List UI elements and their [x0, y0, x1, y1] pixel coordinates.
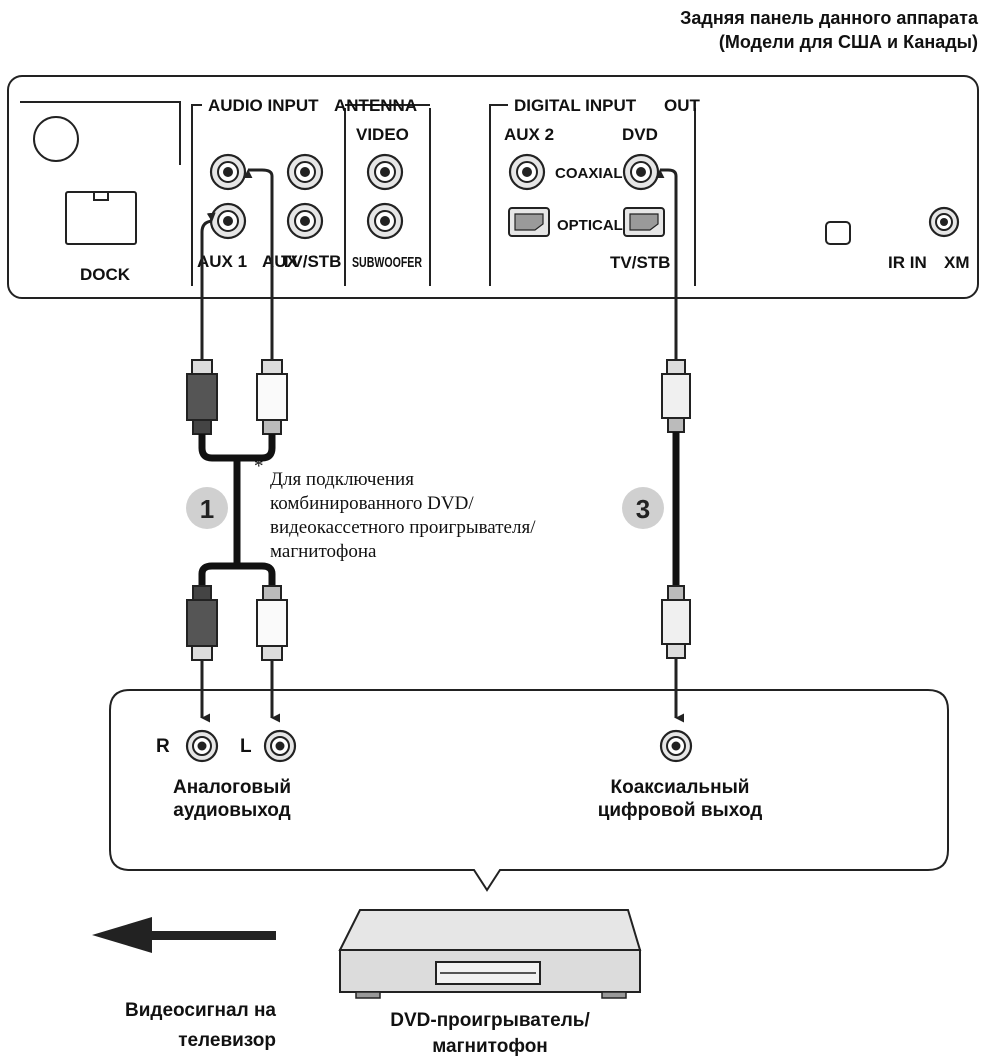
- xm-overlap-label: XM: [944, 253, 970, 272]
- jack-tvstb-lower: [286, 202, 324, 240]
- device-output-panel: [109, 689, 949, 892]
- l-label: L: [240, 736, 252, 757]
- audio-input-label: AUDIO INPUT: [208, 96, 319, 115]
- tvstb-overlap-label: TV/STB: [281, 252, 341, 271]
- antenna-label: ANTENNA: [334, 96, 417, 115]
- note-line-3: видеокассетного проигрывателя/: [270, 517, 536, 538]
- rear-panel: [7, 75, 979, 299]
- optical-label: OPTICAL: [557, 217, 623, 234]
- header-title: Задняя панель данного аппарата: [680, 8, 979, 28]
- aux1-label: AUX 1: [197, 252, 247, 271]
- left-arrow-icon: [92, 917, 276, 953]
- digital-out-label: OUT: [664, 96, 701, 115]
- dock-port-icon: [65, 191, 137, 245]
- optical-port-tvstb-icon: [623, 207, 665, 237]
- analog-output-label: Аналоговый: [173, 777, 291, 798]
- optical-port-aux2-icon: [508, 207, 550, 237]
- step-badge-1: 1: [186, 487, 228, 529]
- dvd-player-icon: [338, 909, 642, 999]
- dvd-label: DVD: [622, 125, 658, 144]
- ir-in-label: IR IN: [888, 253, 927, 272]
- jack-aux1-lower: [209, 202, 247, 240]
- jack-device-l: [263, 729, 297, 763]
- jack-device-r: [185, 729, 219, 763]
- coaxial-label: COAXIAL: [555, 165, 623, 182]
- jack-subwoofer: [366, 202, 404, 240]
- jack-ir-in: [928, 206, 960, 238]
- note-line-1: Для подключения: [270, 469, 414, 490]
- cable-coaxial: [655, 168, 691, 723]
- jack-video: [366, 153, 404, 191]
- step-badge-3: 3: [622, 487, 664, 529]
- coax-output-label: Коаксиальный: [611, 777, 750, 798]
- note-asterisk: *: [254, 456, 264, 477]
- subwoofer-label: SUBWOOFER: [352, 254, 422, 271]
- dock-label: DOCK: [80, 265, 131, 284]
- panel-corner-knob: [20, 101, 181, 165]
- video-label: VIDEO: [356, 125, 409, 144]
- jack-aux2-coaxial: [508, 153, 546, 191]
- device-name-label-2: магнитофон: [432, 1036, 548, 1057]
- svg-text:1: 1: [200, 494, 214, 524]
- digital-input-bracket: [489, 104, 696, 286]
- analog-output-label-2: аудиовыход: [173, 800, 290, 821]
- coax-output-label-2: цифровой выход: [598, 800, 763, 821]
- jack-dvd-coaxial: [622, 153, 660, 191]
- note-line-2: комбинированного DVD/: [270, 493, 474, 514]
- device-name-label: DVD-проигрыватель/: [390, 1010, 590, 1031]
- aux2-label: AUX 2: [504, 125, 554, 144]
- video-signal-label-2: телевизор: [178, 1030, 276, 1051]
- usb-port-icon: [825, 221, 851, 245]
- jack-device-coaxial: [659, 729, 693, 763]
- digital-input-label: DIGITAL INPUT: [514, 96, 637, 115]
- jack-tvstb-upper: [286, 153, 324, 191]
- cable-analog-audio: [186, 168, 288, 723]
- r-label: R: [156, 736, 170, 757]
- jack-aux1-upper: [209, 153, 247, 191]
- note-line-4: магнитофона: [270, 541, 377, 562]
- tvstb-label: TV/STB: [610, 253, 670, 272]
- header-subtitle: (Модели для США и Канады): [719, 32, 978, 52]
- audio-input-bracket: [191, 104, 431, 286]
- video-signal-label: Видеосигнал на: [125, 1000, 276, 1021]
- svg-text:3: 3: [636, 494, 650, 524]
